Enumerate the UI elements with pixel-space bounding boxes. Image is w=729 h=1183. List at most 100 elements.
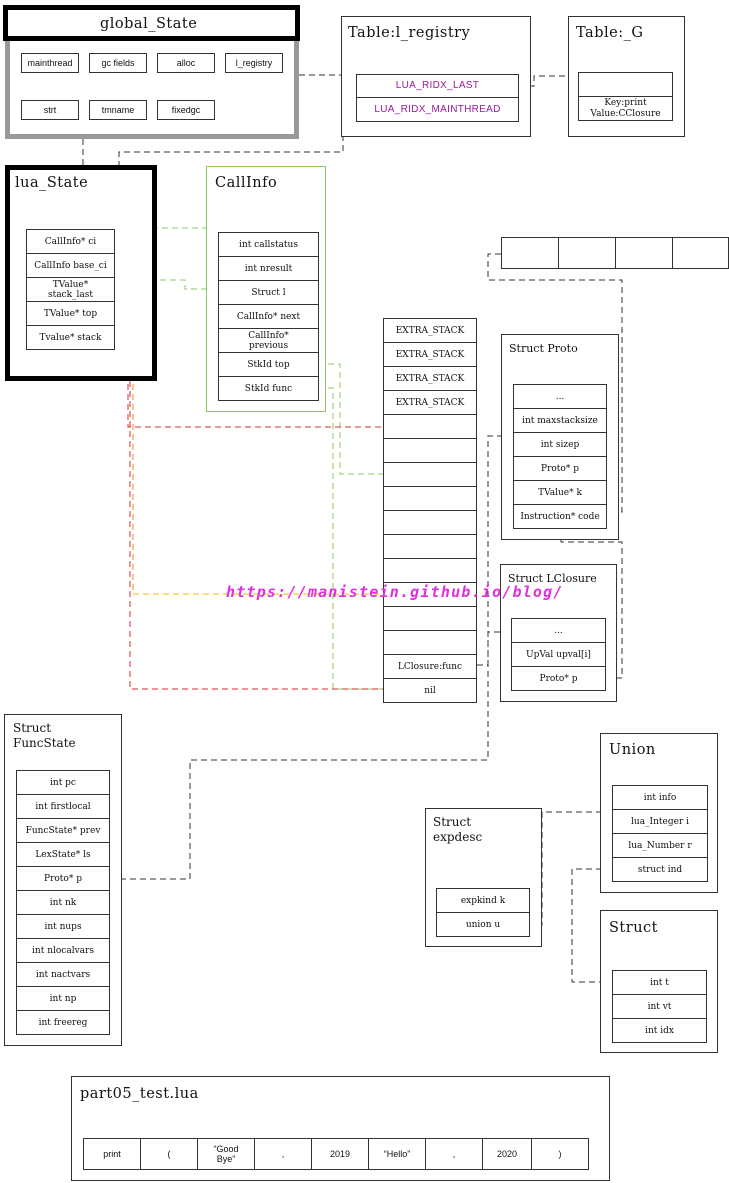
stkid-top-field: StkId top	[218, 352, 319, 377]
instruction-code-field: Instruction* code	[513, 504, 607, 529]
expkind-field: expkind k	[436, 888, 530, 913]
registry-title: Table:l_registry	[348, 25, 471, 41]
stack-slot: EXTRA_STACK	[383, 318, 477, 343]
globals-table-title: Table:_G	[576, 25, 644, 41]
union-title: Union	[609, 742, 656, 758]
stack-slot	[383, 510, 477, 535]
stack-slot	[383, 630, 477, 655]
struct-title: Struct	[609, 920, 658, 936]
token-cell: (	[140, 1138, 198, 1170]
proto-array-cell	[558, 237, 616, 269]
token-cell: ,	[425, 1138, 483, 1170]
proto-array-link	[487, 253, 623, 513]
stack-slot: EXTRA_STACK	[383, 390, 477, 415]
top-field: TValue* top	[26, 301, 115, 326]
callinfo-title: CallInfo	[215, 175, 278, 191]
funcstate-field: int nactvars	[16, 962, 110, 987]
ci-previous-field: CallInfo* previous	[218, 328, 319, 353]
expdesc-union-link	[529, 811, 612, 926]
ci-field: CallInfo* ci	[26, 229, 115, 254]
ridx-mainthread-link	[118, 108, 357, 165]
lua-state-title: lua_State	[15, 175, 89, 191]
upval-field: UpVal upval[i]	[511, 642, 606, 667]
token-cell: ,	[254, 1138, 312, 1170]
stack-slot: EXTRA_STACK	[383, 366, 477, 391]
funcstate-field: int pc	[16, 770, 110, 795]
funcstate-field: int freereg	[16, 1010, 110, 1035]
stack-slot	[383, 606, 477, 631]
proto-title: Struct Proto	[509, 342, 578, 355]
stkid-func-field: StkId func	[218, 376, 319, 401]
stack-slot	[383, 534, 477, 559]
token-cell: “Hello”	[368, 1138, 426, 1170]
token-cell: print	[83, 1138, 141, 1170]
strt-field: strt	[21, 100, 79, 120]
stack-slot	[383, 558, 477, 583]
global-state-header	[3, 5, 300, 41]
lua-number-field: lua_Number r	[612, 833, 708, 858]
lclosure-ellipsis-field: ...	[511, 618, 606, 643]
stack-slot	[383, 462, 477, 487]
funcstate-field: FuncState* prev	[16, 818, 110, 843]
int-idx-field: int idx	[612, 1018, 707, 1043]
globals-value-label: Value:CClosure	[590, 108, 661, 119]
callstatus-field: int callstatus	[218, 232, 319, 257]
base-ci-field: CallInfo base_ci	[26, 253, 115, 278]
int-info-field: int info	[612, 785, 708, 810]
funcstate-field: LexState* ls	[16, 842, 110, 867]
stack-field: Tvalue* stack	[26, 325, 115, 350]
globals-empty-cell	[578, 72, 673, 97]
stack-link	[114, 336, 383, 690]
proto-array-cell	[615, 237, 673, 269]
gc-fields-field: gc fields	[89, 53, 147, 73]
registry-to-g-link	[519, 75, 579, 87]
proto-ellipsis-field: ...	[513, 384, 607, 409]
lclosure-proto-field: Proto* p	[511, 666, 606, 691]
stack-slot	[383, 486, 477, 511]
nresult-field: int nresult	[218, 256, 319, 281]
struct-ind-field: struct ind	[612, 857, 708, 882]
l-registry-field: l_registry	[225, 53, 283, 73]
stack-slot	[383, 414, 477, 439]
proto-array-cell	[672, 237, 729, 269]
func-lclosure-link	[477, 631, 500, 666]
stack-slot	[383, 582, 477, 607]
test-file-title: part05_test.lua	[80, 1086, 199, 1102]
fixedgc-field: fixedgc	[157, 100, 215, 120]
sizep-field: int sizep	[513, 432, 607, 457]
funcstate-field: Proto* p	[16, 866, 110, 891]
stkid-func-link	[318, 387, 383, 690]
proto-array-cell	[501, 237, 559, 269]
funcstate-field: int np	[16, 986, 110, 1011]
lua-integer-field: lua_Integer i	[612, 809, 708, 834]
stack-last-field: TValue* stack_last	[26, 277, 115, 302]
tvalue-k-field: TValue* k	[513, 480, 607, 505]
globals-print-cell: Key:print Value:CClosure	[578, 96, 673, 121]
int-t-field: int t	[612, 970, 707, 995]
alloc-field: alloc	[157, 53, 215, 73]
proto-p-field: Proto* p	[513, 456, 607, 481]
tmname-field: tmname	[89, 100, 147, 120]
ridx-mainthread-cell: LUA_RIDX_MAINTHREAD	[356, 97, 519, 122]
funcstate-field: int firstlocal	[16, 794, 110, 819]
funcstate-title: Struct FuncState	[13, 721, 76, 750]
stack-slot: nil	[383, 678, 477, 703]
funcstate-field: int nk	[16, 890, 110, 915]
token-cell: “Good Bye”	[197, 1138, 255, 1170]
lclosure-title: Struct LClosure	[508, 572, 597, 585]
funcstate-field: int nlocalvars	[16, 938, 110, 963]
funcstate-proto-link	[110, 435, 513, 880]
globals-key-label: Key:print	[604, 97, 647, 108]
mainthread-field: mainthread	[21, 53, 79, 73]
token-cell: 2019	[311, 1138, 369, 1170]
stack-slot: EXTRA_STACK	[383, 342, 477, 367]
maxstacksize-field: int maxstacksize	[513, 408, 607, 433]
stack-slot: LClosure:func	[383, 654, 477, 679]
ridx-last-cell: LUA_RIDX_LAST	[356, 74, 519, 98]
stkid-top-link	[318, 363, 383, 475]
union-u-field: union u	[436, 912, 530, 937]
int-vt-field: int vt	[612, 994, 707, 1019]
struct-l-field: Struct l	[218, 280, 319, 305]
ci-next-field: CallInfo* next	[218, 304, 319, 329]
global-state-title: global_State	[100, 16, 198, 32]
